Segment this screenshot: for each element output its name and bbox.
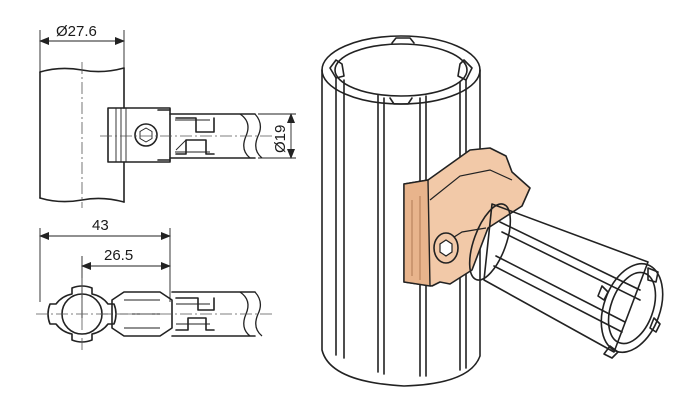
tube-diameter-label: Ø27.6 <box>56 23 97 40</box>
dimension-tube-diameter: Ø27.6 <box>39 23 125 72</box>
dimension-pipe-diameter: Ø19 <box>258 113 296 159</box>
connector-iso <box>403 147 531 287</box>
horizontal-pipe-plan <box>100 291 275 337</box>
connector-front <box>107 107 171 163</box>
angled-pipe-iso <box>468 203 664 359</box>
horizontal-pipe-front <box>100 113 275 159</box>
pipe-diameter-label: Ø19 <box>272 125 289 153</box>
dimension-inner-length: 26.5 <box>81 247 171 318</box>
front-view: Ø27.6 Ø19 <box>39 23 296 208</box>
inner-length-label: 26.5 <box>104 247 133 264</box>
overall-length-label: 43 <box>92 217 109 234</box>
dimension-overall-length: 43 <box>39 217 171 302</box>
plan-view: 43 26.5 <box>36 217 275 352</box>
isometric-view <box>321 35 664 387</box>
vertical-tube-front <box>39 62 125 208</box>
tube-cross-section <box>36 278 130 352</box>
